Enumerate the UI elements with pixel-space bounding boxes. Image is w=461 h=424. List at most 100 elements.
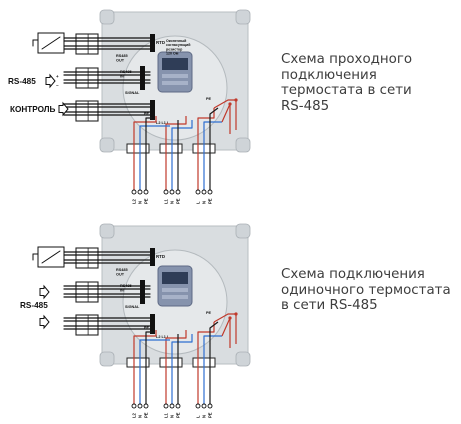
polarity-plus: + [56, 74, 59, 79]
power-wire [171, 334, 193, 344]
terminal-label: L1 [164, 412, 169, 418]
power-wire [209, 107, 219, 130]
terminal-point [201, 403, 207, 409]
label-bus: L2 L1 L [156, 335, 170, 339]
caption-line: термостата в сети [281, 83, 412, 98]
label-rs485: RS-485 [8, 77, 36, 86]
power-wire [203, 335, 222, 344]
terminal-point [137, 189, 143, 195]
power-wire [197, 108, 215, 130]
terminal-point [201, 189, 207, 195]
bottom-cable-gland [159, 357, 183, 368]
terminal-label: PE [176, 412, 181, 418]
power-wire [145, 117, 152, 130]
caption-line: Схема проходного [281, 52, 413, 67]
terminal-block [140, 66, 145, 90]
terminal-point [228, 102, 232, 106]
power-wire [165, 116, 187, 130]
label-rs485: RS-485 [20, 301, 48, 310]
terminal-block [150, 100, 155, 120]
terminal-label: L [196, 415, 201, 418]
power-wire [133, 116, 157, 130]
power-wire [171, 120, 193, 130]
enclosure-lug [235, 137, 251, 153]
label-pe-right: PE [206, 311, 212, 315]
label-rtd: RTD [156, 40, 165, 45]
enclosure-lug [99, 351, 115, 367]
terminal-point [228, 316, 232, 320]
terminal-label: PE [144, 412, 149, 418]
terminal-block [150, 314, 155, 334]
display-screen [162, 272, 188, 284]
terminal-block [150, 248, 155, 266]
terminal-point [207, 189, 213, 195]
terminal-point [131, 403, 137, 409]
rtd-sensor-slash [41, 250, 61, 264]
terminal-label: N [138, 415, 143, 418]
power-wire [139, 125, 170, 130]
power-wire [145, 331, 152, 344]
terminal-point [143, 403, 149, 409]
terminal-block [150, 34, 155, 52]
cable-gland-rtd [75, 33, 99, 55]
terminal-label: L1 [164, 198, 169, 204]
terminal-label: PE [144, 198, 149, 204]
terminal-point [175, 189, 181, 195]
display-label-strip [162, 74, 188, 78]
power-wire [209, 321, 219, 344]
terminal-point [143, 189, 149, 195]
bottom-cable-gland [126, 357, 150, 368]
arrow-icon [39, 314, 50, 330]
power-wire [139, 339, 170, 344]
caption-line: Схема подключения [281, 267, 425, 282]
power-wire [165, 330, 187, 344]
cable-gland-rs485 [75, 67, 99, 89]
caption-line: подключения [281, 67, 377, 83]
cable-gland-rs485 [75, 281, 99, 303]
label-control: КОНТРОЛЬ [10, 105, 56, 114]
terminal-point [234, 312, 238, 316]
terminal-point [163, 403, 169, 409]
terminal-label: N [170, 415, 175, 418]
terminal-point [207, 403, 213, 409]
bottom-cable-gland [126, 143, 150, 154]
terminal-label: N [170, 201, 175, 204]
enclosure-lug [235, 9, 251, 25]
cable-gland-control [75, 100, 99, 122]
caption-line: в сети RS-485 [281, 298, 378, 313]
power-wire [133, 330, 157, 344]
display-label-strip [162, 288, 188, 292]
display-screen [162, 58, 188, 70]
terminal-point [131, 189, 137, 195]
terminal-label: L2 [132, 412, 137, 418]
label-pe-left: PE [144, 112, 150, 116]
heating-cable [213, 313, 237, 344]
bottom-cable-gland [159, 143, 183, 154]
terminal-label: L2 [132, 198, 137, 204]
terminal-label: PE [176, 198, 181, 204]
label-bus: L2 L1 L [156, 121, 170, 125]
label-signal: SIGNAL [125, 305, 140, 309]
cable-gland-rtd [75, 247, 99, 269]
label-pe-right: PE [206, 97, 212, 101]
display-label-strip [162, 81, 188, 85]
rtd-sensor-slash [41, 36, 61, 50]
heating-cable [213, 99, 237, 130]
display-label-strip [162, 295, 188, 299]
label-rtd: RTD [156, 254, 165, 259]
terminal-block [140, 280, 145, 304]
terminal-point [163, 189, 169, 195]
terminal-point [234, 98, 238, 102]
power-wire [203, 121, 222, 130]
enclosure-lug [235, 223, 251, 239]
label-signal: SIGNAL [125, 91, 140, 95]
enclosure-lug [99, 9, 115, 25]
caption-single-connection: Схема подключения одиночного термостата … [281, 267, 456, 314]
